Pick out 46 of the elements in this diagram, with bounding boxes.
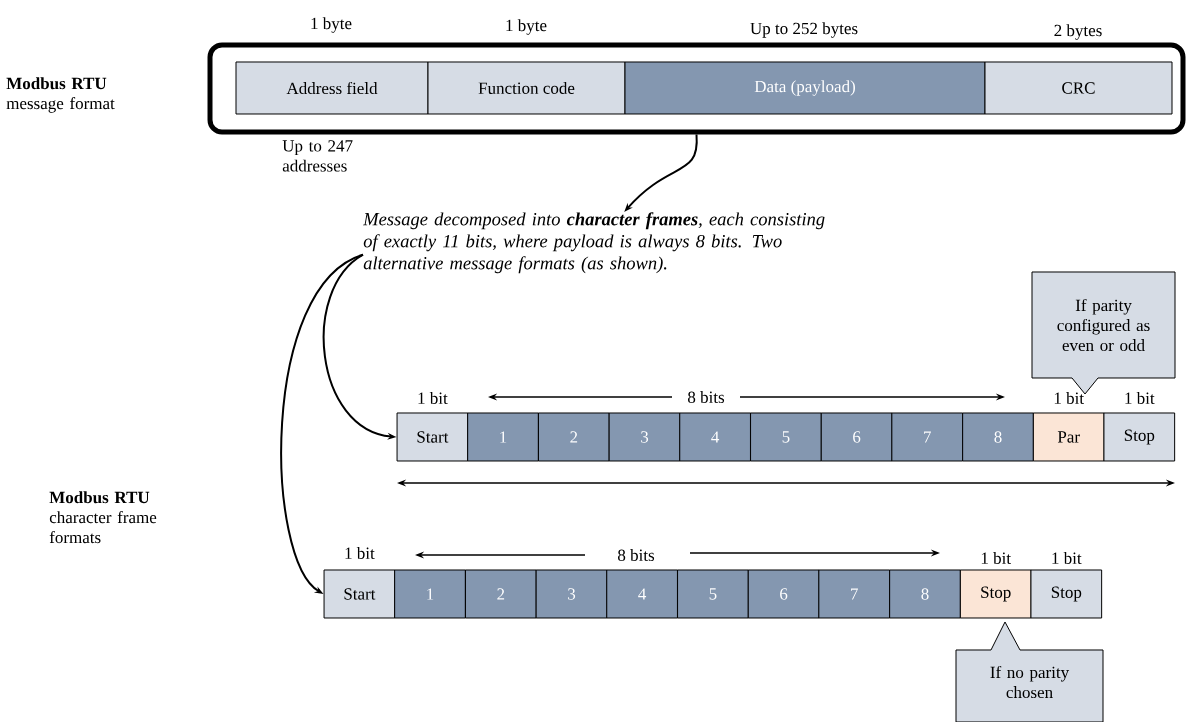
title-label: Modbus RTU character frame formats [49, 491, 157, 544]
field-cell: CRC [984, 61, 1173, 115]
dimension-label: 8 bits [688, 391, 725, 403]
size-label: 1 bit [1125, 392, 1155, 404]
frame-box [207, 42, 1186, 135]
field-cell: 7 [818, 569, 891, 619]
field-cell: 2 [464, 569, 537, 619]
size-label: 1 bit [981, 552, 1011, 564]
field-cell: Start [323, 569, 396, 619]
field-cell: 4 [679, 412, 751, 462]
field-cell: 4 [606, 569, 678, 619]
field-cell: 1 [467, 412, 539, 462]
field-cell: Start [396, 412, 469, 462]
field-cell: 6 [747, 569, 820, 619]
field-cell: Data (payload) [624, 61, 986, 115]
field-cell: 5 [677, 569, 749, 619]
title-label: Modbus RTU message format [6, 77, 115, 113]
arrow [624, 133, 698, 212]
size-label: Up to 252 bytes [750, 22, 858, 38]
field-cell: 8 [889, 569, 961, 619]
field-cell: 3 [608, 412, 681, 462]
size-label: 1 bit [345, 547, 375, 559]
size-label: 1 byte [311, 17, 352, 33]
field-cell: 5 [750, 412, 822, 462]
size-label: 1 bit [1054, 392, 1084, 404]
field-cell: Address field [235, 61, 429, 115]
size-label: 1 byte [506, 19, 547, 35]
field-cell: Stop [1030, 569, 1103, 619]
field-cell: 3 [535, 569, 608, 619]
field-cell: 2 [537, 412, 610, 462]
field-cell: 8 [962, 412, 1034, 462]
field-cell: 7 [891, 412, 964, 462]
size-label: Up to 247 addresses [282, 140, 353, 172]
size-label: 1 bit [418, 392, 448, 404]
field-cell: Stop [1103, 412, 1176, 462]
field-cell: Par [1032, 412, 1105, 462]
field-cell: 6 [820, 412, 893, 462]
note-text: Message decomposed into character frames, each consisting of exactly 11 bits, where payload is always 8 bits. Two alternative message formats (as shown). [363, 212, 825, 274]
dimension-label: 8 bits [618, 549, 655, 561]
size-label: 2 bytes [1054, 24, 1102, 40]
field-cell: Function code [427, 61, 626, 115]
arrow [280, 253, 364, 594]
field-cell: Stop [959, 569, 1032, 619]
size-label: 1 bit [1052, 552, 1082, 564]
field-cell: 1 [394, 569, 466, 619]
callout: If no parity chosen [955, 621, 1104, 722]
